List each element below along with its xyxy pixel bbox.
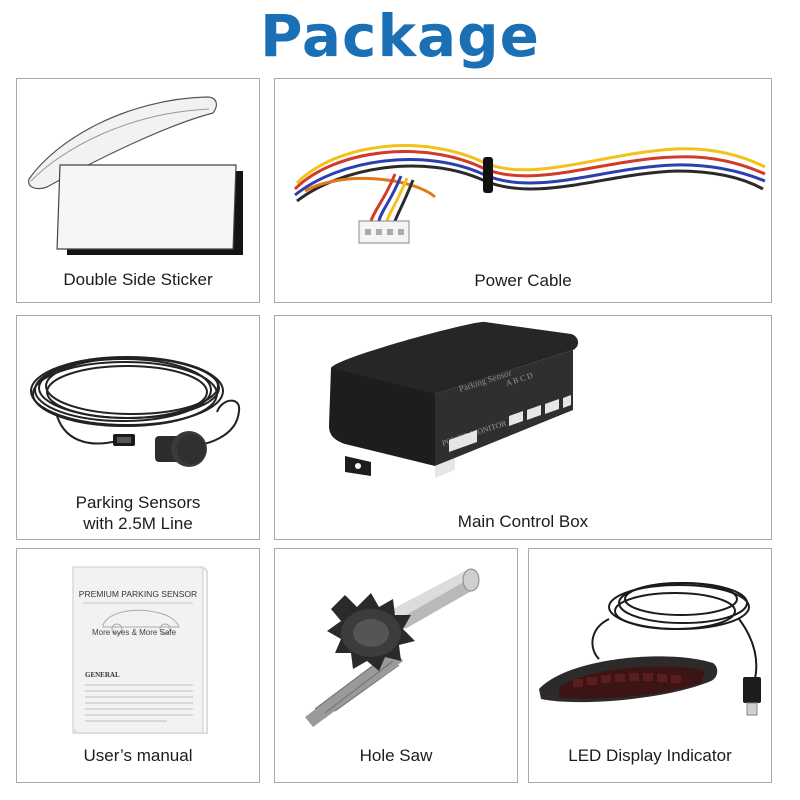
caption-power-cable: Power Cable: [474, 271, 572, 290]
parking-sensor-image: [30, 356, 241, 467]
manual-tagline: More eyes & More Safe: [92, 628, 177, 637]
caption-users-manual: User’s manual: [83, 746, 193, 765]
power-cable-image: [293, 144, 766, 244]
control-box-image: Parking Sensor POWER MONITOR A B C D: [329, 321, 579, 478]
item-card-main-control-box: Parking Sensor POWER MONITOR A B C D Mai…: [274, 315, 772, 540]
manual-heading: PREMIUM PARKING SENSOR: [79, 589, 197, 599]
double-side-sticker-image: [28, 96, 243, 255]
item-card-power-cable: Power Cable: [274, 78, 772, 303]
item-card-led-display: LED Display Indicator: [528, 548, 772, 783]
users-manual-image: PREMIUM PARKING SENSOR More eyes & More …: [72, 566, 208, 734]
caption-line-2: with 2.5M Line: [83, 514, 193, 533]
item-card-users-manual: PREMIUM PARKING SENSOR More eyes & More …: [16, 548, 260, 783]
manual-section-title: GENERAL: [85, 671, 120, 679]
caption-main-control-box: Main Control Box: [457, 512, 589, 531]
item-card-double-side-sticker: Double Side Sticker: [16, 78, 260, 303]
page-title: Package: [259, 2, 541, 70]
caption-hole-saw: Hole Saw: [359, 746, 433, 765]
caption-line-1: Parking Sensors: [75, 493, 201, 512]
caption-double-side-sticker: Double Side Sticker: [63, 270, 213, 289]
led-display-image: [539, 582, 761, 716]
hole-saw-image: [305, 568, 480, 727]
item-card-parking-sensors: Parking Sensors with 2.5M Line: [16, 315, 260, 540]
caption-parking-sensors: Parking Sensors with 2.5M Line: [17, 492, 259, 534]
caption-led-display: LED Display Indicator: [568, 746, 732, 765]
item-card-hole-saw: Hole Saw: [274, 548, 518, 783]
